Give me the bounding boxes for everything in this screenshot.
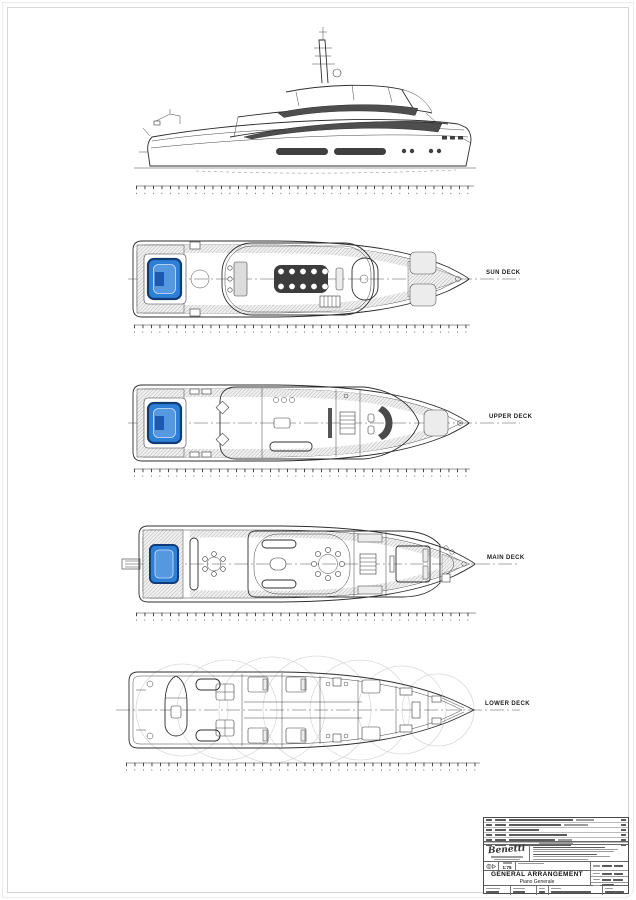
sun-deck-plan — [124, 234, 524, 334]
windlass — [461, 561, 467, 567]
mast — [312, 27, 342, 84]
lower-deck-label: LOWER DECK — [485, 701, 530, 707]
wheelhouse — [367, 406, 393, 440]
station-ruler — [136, 612, 476, 621]
aft-pool — [149, 544, 179, 584]
drawing-subtitle: Piano Generale — [519, 879, 555, 886]
salon — [253, 533, 351, 595]
jacuzzi-pool — [143, 397, 187, 449]
drawing-no-cell — [516, 862, 590, 871]
aft-table — [190, 269, 210, 289]
shipyard-logo: Benetti — [487, 844, 526, 857]
owner-bed — [395, 545, 431, 583]
approval-stack — [590, 871, 628, 887]
sun-deck-label: SUN DECK — [486, 270, 521, 276]
galley-lobby — [357, 533, 383, 595]
sun-pad — [409, 251, 437, 275]
file-name-cell — [548, 886, 602, 895]
windlass — [457, 420, 463, 426]
hull-no-cell — [510, 886, 536, 895]
foredeck-hatch — [441, 553, 471, 575]
owner-suite — [389, 545, 455, 583]
hull-windows — [276, 136, 463, 155]
station-ruler — [134, 468, 470, 477]
bathrooms — [325, 677, 349, 743]
notes-block — [530, 845, 628, 861]
sky-lounge — [269, 397, 332, 452]
lobby-stairs — [339, 393, 356, 435]
date-cell — [602, 886, 628, 895]
radar-dome — [332, 68, 342, 78]
aft-deck-dining — [189, 537, 226, 591]
main-deckhouse — [247, 530, 441, 598]
guest-cabins — [247, 676, 381, 744]
teak-walkway — [184, 389, 436, 419]
tv-console — [335, 267, 344, 291]
drawing-title: GENERAL ARRANGEMENT — [490, 870, 584, 878]
upper-deck-superstructure — [219, 386, 420, 460]
forward-lounge — [351, 257, 379, 301]
drawing-title-cell: GENERAL ARRANGEMENT Piano Generale — [484, 870, 590, 886]
crew-quarters — [399, 687, 465, 733]
jacuzzi-pool — [143, 253, 187, 305]
scale-row: 1:75 — [484, 862, 628, 871]
sun-deck-superstructure — [221, 242, 375, 316]
dining-table — [274, 265, 329, 293]
teak-walkway — [190, 530, 442, 560]
projection-symbol — [484, 862, 499, 871]
table-header-strip — [484, 842, 628, 845]
windlass — [455, 276, 461, 282]
dining-table — [318, 554, 338, 574]
hull-outline — [138, 525, 476, 603]
title-band: GENERAL ARRANGEMENT Piano Generale — [484, 870, 628, 887]
main-deck-label: MAIN DECK — [487, 555, 525, 561]
main-deck-plan — [120, 518, 524, 622]
stairs — [319, 295, 341, 308]
station-ruler — [134, 324, 470, 333]
bottom-fields — [484, 886, 628, 895]
upper-deck-plan — [124, 378, 524, 478]
approval-stack-top — [590, 862, 628, 871]
lower-deck-plan — [112, 650, 524, 778]
aft-deck-furniture — [189, 388, 230, 458]
bar-counter — [227, 261, 248, 297]
profile-view — [126, 20, 482, 198]
sheet-no-cell — [536, 886, 548, 895]
scale-value: 1:75 — [502, 864, 512, 870]
station-ruler — [136, 185, 474, 195]
bow-sun-pad — [423, 409, 449, 437]
engine-room — [136, 675, 235, 742]
station-ruler — [126, 762, 480, 771]
stern-crane — [153, 109, 181, 126]
title-block: Benetti 1:75 — [483, 817, 629, 895]
jet-tender — [195, 678, 221, 691]
helm-console — [378, 406, 393, 440]
hull-profile — [147, 119, 472, 167]
hull-outline — [132, 384, 470, 462]
hull-outline — [128, 671, 476, 749]
logo-notes-band: Benetti — [484, 844, 628, 862]
main-deck-glazing — [243, 121, 443, 140]
bow-stern-details — [139, 127, 472, 153]
tender-boat — [164, 675, 188, 737]
revision-table — [484, 818, 628, 846]
upper-deck-glazing — [277, 104, 419, 118]
upper-deck-label: UPPER DECK — [489, 414, 533, 420]
scale-cell: 1:75 — [499, 862, 516, 871]
project-no-cell — [484, 886, 510, 895]
